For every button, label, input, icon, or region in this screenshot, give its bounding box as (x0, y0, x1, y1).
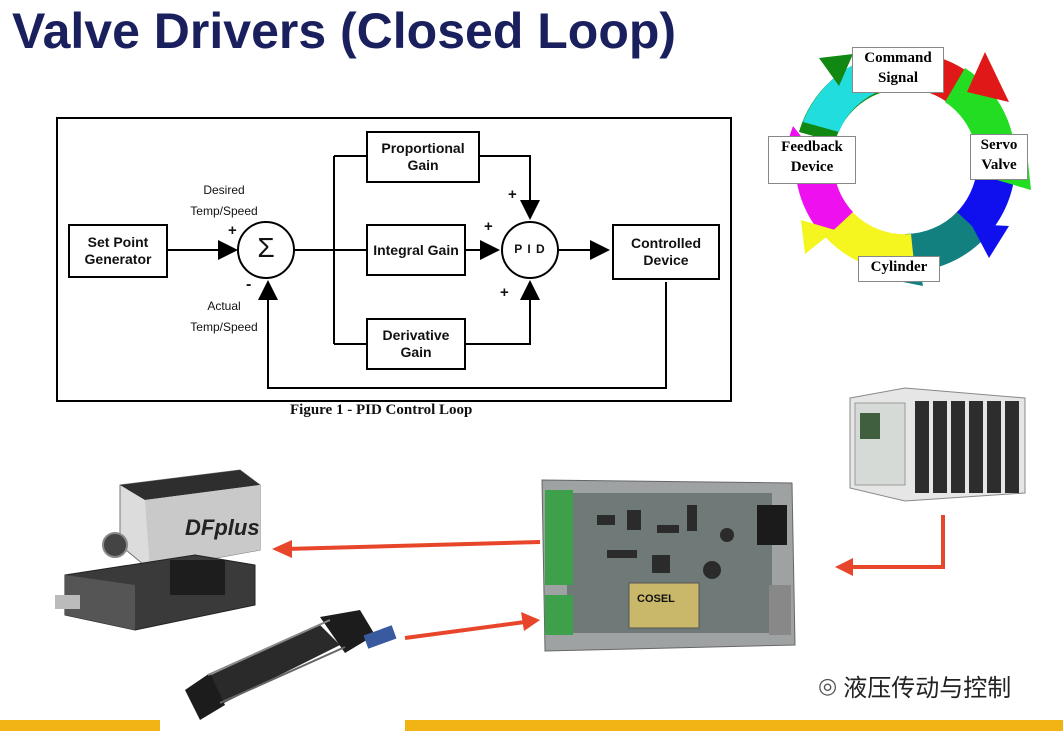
orange-arrows (272, 515, 945, 640)
pid-diagram-frame (56, 117, 732, 402)
pid-plus-bottom: + (500, 284, 509, 301)
actual-label: Actual Temp/Speed (190, 299, 258, 334)
board-brand-text: COSEL (637, 593, 675, 605)
watermark-text: 液压传动与控制 (843, 675, 1012, 702)
pid-plus-top: + (508, 186, 517, 203)
proportional-valve-photo: DFplus (55, 469, 261, 631)
set-point-generator-box: Set Point Generator (68, 224, 168, 278)
cylinder-label: Cylinder (858, 256, 940, 282)
sum-symbol: Σ (257, 232, 275, 263)
valve-brand-text: DFplus (185, 515, 260, 540)
wechat-icon: ◎ (818, 672, 838, 698)
servo-valve-label: Servo Valve (970, 134, 1028, 180)
derivative-gain-box: Derivative Gain (366, 318, 466, 370)
pid-label: P I D (514, 242, 546, 256)
command-signal-label: Command Signal (852, 47, 944, 93)
proportional-gain-box: Proportional Gain (366, 131, 480, 183)
bottom-bar-right (405, 720, 1063, 731)
page-title: Valve Drivers (Closed Loop) (12, 3, 677, 59)
valve-driver-board-photo: COSEL (541, 479, 796, 652)
feedback-device-label: Feedback Device (768, 136, 856, 184)
sum-plus-sign: + (228, 222, 237, 239)
desired-label: Desired Temp/Speed (190, 183, 258, 218)
sum-minus-sign: - (246, 276, 252, 293)
bottom-bar-left (0, 720, 160, 731)
figure-caption: Figure 1 - PID Control Loop (290, 402, 473, 418)
hydraulic-cylinder-photo (185, 610, 397, 720)
pid-plus-left: + (484, 218, 493, 235)
integral-gain-box: Integral Gain (366, 224, 466, 276)
watermark: ◎ 液压传动与控制 (818, 668, 1011, 703)
plc-controller-photo (849, 387, 1026, 502)
controlled-device-box: Controlled Device (612, 224, 720, 280)
servo-cycle-diagram (781, 52, 1031, 286)
